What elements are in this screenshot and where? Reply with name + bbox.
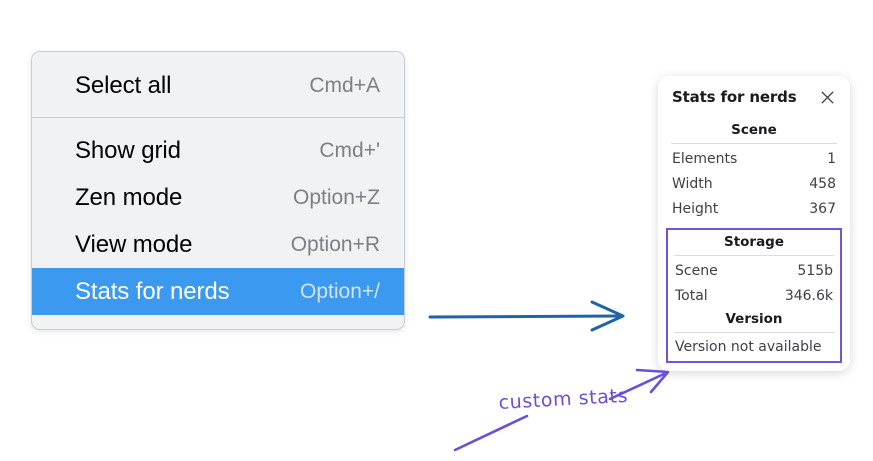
menu-item-shortcut: Option+/ [300, 279, 380, 303]
stats-row-key: Height [672, 201, 719, 217]
menu-item-label: Zen mode [75, 183, 183, 211]
underline-stroke-purple [453, 414, 529, 452]
scene-section-heading: Scene [731, 122, 777, 138]
menu-item-label: View mode [75, 230, 193, 258]
version-divider [674, 332, 834, 333]
version-value: Version not available [675, 339, 822, 355]
stats-row-height: Height 367 [670, 197, 838, 222]
stats-panel-header: Stats for nerds [670, 88, 838, 106]
menu-separator [32, 117, 404, 118]
context-menu: Select all Cmd+A Show grid Cmd+' Zen mod… [31, 51, 405, 330]
stats-panel-title: Stats for nerds [672, 88, 797, 106]
menu-group-padding [32, 118, 404, 127]
menu-item-label: Stats for nerds [75, 277, 230, 305]
storage-divider [674, 255, 834, 256]
menu-item-label: Select all [75, 71, 172, 99]
menu-item-zen-mode[interactable]: Zen mode Option+Z [32, 174, 404, 221]
stats-row-elements: Elements 1 [670, 147, 838, 172]
custom-stats-highlight-box: Storage Scene 515b Total 346.6k Version … [666, 228, 842, 363]
stats-row-storage-scene: Scene 515b [673, 259, 835, 284]
menu-bottom-padding [32, 315, 404, 329]
menu-top-padding [32, 52, 404, 62]
stats-for-nerds-panel: Stats for nerds Scene Elements 1 Width 4… [658, 76, 850, 371]
menu-item-shortcut: Option+Z [293, 185, 380, 209]
stats-row-value: 1 [827, 151, 836, 167]
stats-row-value: 367 [809, 201, 836, 217]
menu-item-shortcut: Cmd+' [319, 138, 380, 162]
menu-item-shortcut: Option+R [290, 232, 380, 256]
storage-section-heading: Storage [723, 234, 785, 250]
menu-item-label: Show grid [75, 136, 181, 164]
version-section-heading: Version [725, 311, 783, 327]
close-icon[interactable] [818, 88, 836, 106]
arrow-right-blue [428, 300, 625, 332]
scene-divider [671, 143, 837, 144]
stats-row-value: 458 [809, 176, 836, 192]
stats-row-key: Elements [672, 151, 738, 167]
stats-row-value: 346.6k [784, 288, 833, 304]
stats-row-width: Width 458 [670, 172, 838, 197]
stats-row-value: 515b [797, 263, 833, 279]
stats-row-storage-total: Total 346.6k [673, 284, 835, 309]
stats-row-key: Scene [675, 263, 718, 279]
stats-row-key: Width [672, 176, 713, 192]
menu-item-show-grid[interactable]: Show grid Cmd+' [32, 127, 404, 174]
menu-item-stats-for-nerds[interactable]: Stats for nerds Option+/ [32, 268, 404, 315]
annotation-note-custom-stats: custom stats [498, 384, 629, 414]
stats-row-key: Total [675, 288, 708, 304]
menu-item-select-all[interactable]: Select all Cmd+A [32, 62, 404, 109]
menu-item-view-mode[interactable]: View mode Option+R [32, 221, 404, 268]
menu-item-shortcut: Cmd+A [309, 73, 380, 97]
